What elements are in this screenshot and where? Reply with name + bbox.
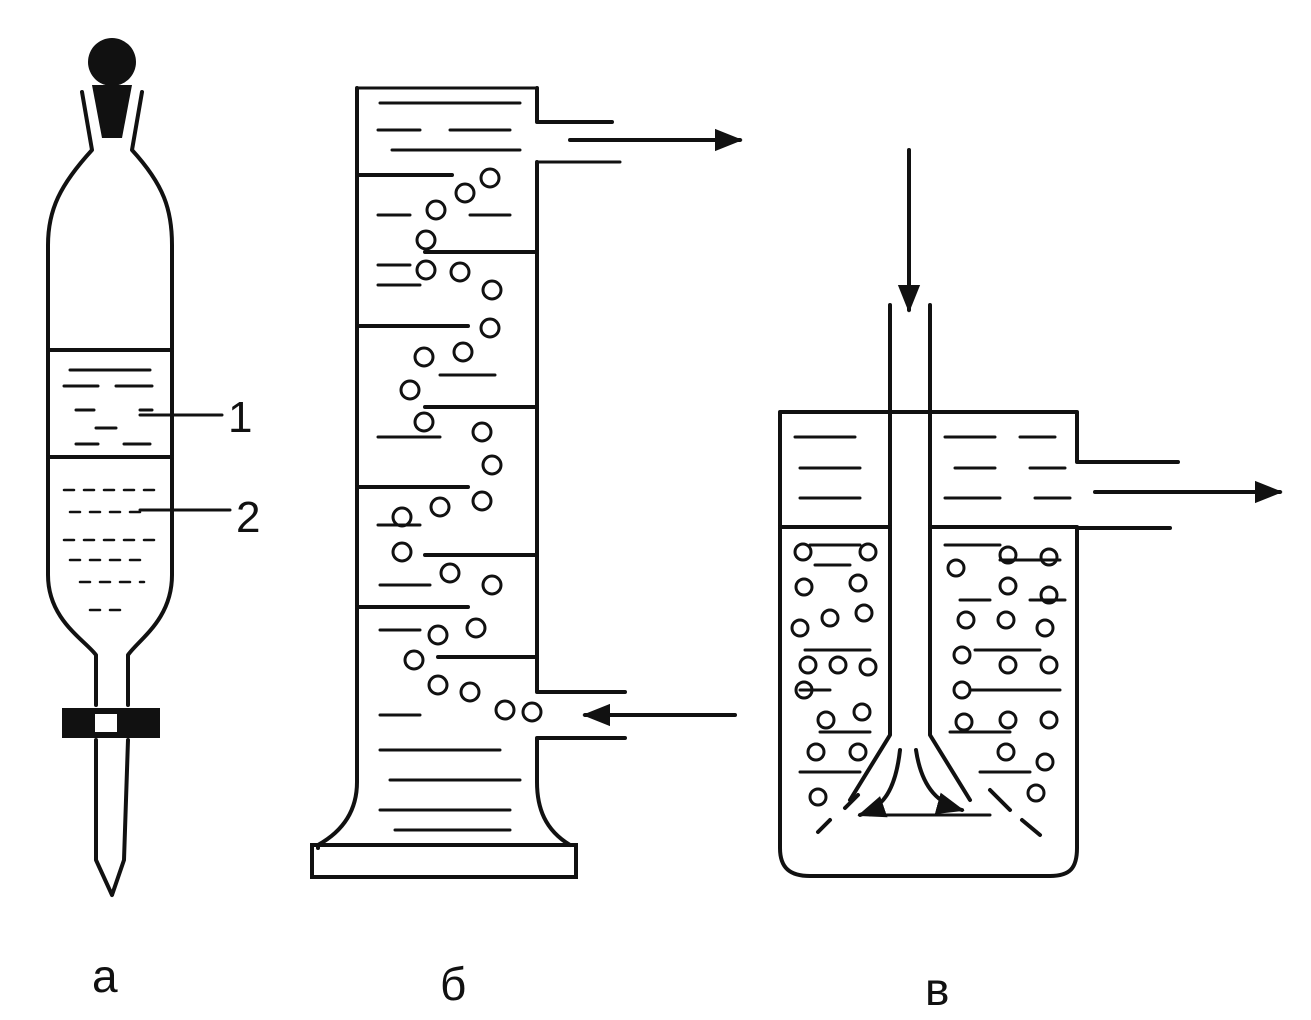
funnel-stem [94, 738, 130, 897]
column-base [310, 843, 578, 879]
extraction-column [310, 86, 743, 879]
dip-tube [848, 303, 972, 802]
vessel-bubbles [790, 542, 1059, 807]
vessel-upper-liquid [793, 435, 1072, 500]
diffuser-arrow-left [857, 748, 902, 818]
stopper [88, 38, 136, 86]
callout-2: 2 [236, 493, 260, 542]
column-liquid [376, 101, 522, 832]
diffuser-lines [816, 788, 1042, 837]
bubbling-vessel [778, 148, 1283, 878]
layer-1-liquid [62, 368, 154, 446]
column-shelves [355, 173, 539, 659]
caption-a: а [92, 950, 118, 1002]
layer-2-liquid [62, 488, 162, 612]
vessel-wall [778, 410, 1180, 878]
stopper-plug [92, 85, 132, 138]
vessel-lower-liquid [798, 543, 1067, 817]
callout-1: 1 [228, 393, 252, 442]
separatory-funnel: 1 2 [46, 38, 260, 897]
caption-b: б [440, 958, 466, 1010]
column-bubbles [391, 167, 543, 723]
diffuser-arrow-right [914, 748, 965, 815]
caption-c: в [925, 963, 949, 1015]
column-wall [316, 86, 627, 850]
funnel-body [46, 90, 174, 707]
